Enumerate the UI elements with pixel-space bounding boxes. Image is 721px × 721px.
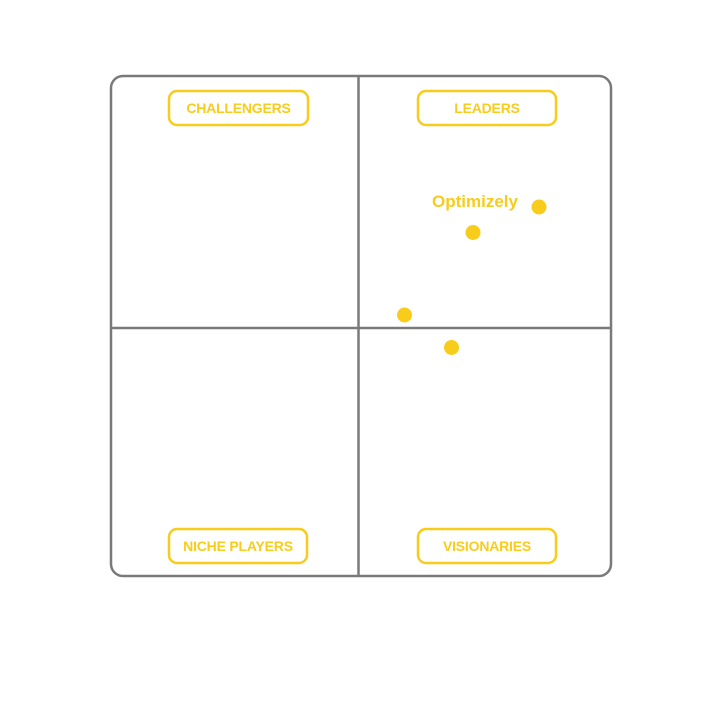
data-point [397, 307, 412, 323]
quadrant-label-box [167, 89, 310, 127]
chart-frame [109, 74, 613, 578]
data-point [444, 340, 459, 355]
quadrant-label-leaders: LEADERS [416, 89, 558, 127]
quadrant-label-visionaries: VISIONARIES [416, 527, 558, 565]
data-point-label: Optimizely [432, 192, 519, 211]
data-point [531, 199, 547, 215]
quadrant-label-text: VISIONARIES [443, 538, 531, 554]
quadrant-label-niche-players: NICHE PLAYERS [167, 527, 309, 565]
data-point [465, 225, 481, 240]
points-layer: Optimizely [397, 192, 547, 355]
quadrant-label-text: LEADERS [454, 100, 520, 116]
quadrant-label-box [416, 89, 558, 127]
quadrant-label-challengers: CHALLENGERS [167, 89, 310, 127]
quadrant-label-text: CHALLENGERS [186, 100, 290, 116]
quadrant-label-box [167, 527, 309, 565]
quadrant-label-box [416, 527, 558, 565]
quadrant-label-text: NICHE PLAYERS [183, 538, 293, 554]
